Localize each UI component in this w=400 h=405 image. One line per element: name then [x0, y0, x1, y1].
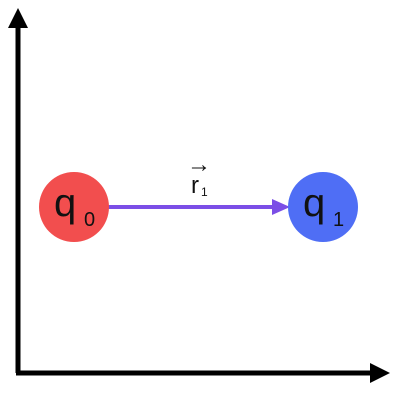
charge-q0-symbol: q	[54, 181, 76, 225]
charge-q1	[288, 172, 358, 242]
vector-label-symbol: r	[191, 172, 199, 199]
vector-arrow-glyph: →	[187, 151, 211, 178]
vector-r1-arrowhead	[272, 199, 290, 215]
charge-q0-subscript: 0	[84, 209, 95, 231]
x-axis-arrowhead	[370, 363, 390, 383]
charge-q1-symbol: q	[303, 181, 325, 225]
charge-q1-subscript: 1	[333, 209, 344, 231]
vector-label-subscript: 1	[201, 185, 208, 199]
y-axis-arrowhead	[8, 8, 28, 28]
charge-q0	[39, 172, 109, 242]
